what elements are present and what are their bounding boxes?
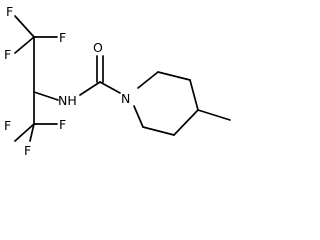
chemical-structure-diagram: F F F F F F NH O N xyxy=(4,4,231,158)
bond-ring-c3-c4 xyxy=(189,79,199,111)
atom-f-lower-left: F xyxy=(4,118,11,133)
bond-c1-f-mid-left xyxy=(14,36,35,54)
bond-c2-f-lower-left xyxy=(14,123,35,142)
atom-n-ring: N xyxy=(121,91,130,106)
bond-ch-nh xyxy=(33,91,59,101)
bond-c4-methyl xyxy=(197,109,231,121)
bond-c2-f-bottom-left xyxy=(29,123,35,142)
bond-ring-c2-c3 xyxy=(157,71,191,81)
atom-f-top-right: F xyxy=(59,30,66,45)
bond-ring-n-c2 xyxy=(137,71,159,89)
bond-c1-f-top-left xyxy=(14,15,35,38)
bond-ring-c6-n xyxy=(133,105,144,128)
atom-labels: F F F F F F NH O N xyxy=(4,4,130,158)
atom-f-bottom-left: F xyxy=(24,143,31,158)
bond-nh-carbonyl xyxy=(79,81,101,96)
bonds xyxy=(14,15,231,142)
bond-ring-c4-c5 xyxy=(173,109,199,136)
atom-o: O xyxy=(93,40,103,55)
atom-nh: NH xyxy=(58,93,77,108)
bond-ring-c5-c6 xyxy=(142,126,175,136)
bond-carbonyl-n xyxy=(99,81,121,94)
atom-f-bottom-right: F xyxy=(59,117,66,132)
atom-f-mid-left: F xyxy=(4,47,11,62)
atom-f-top-left: F xyxy=(6,4,13,19)
